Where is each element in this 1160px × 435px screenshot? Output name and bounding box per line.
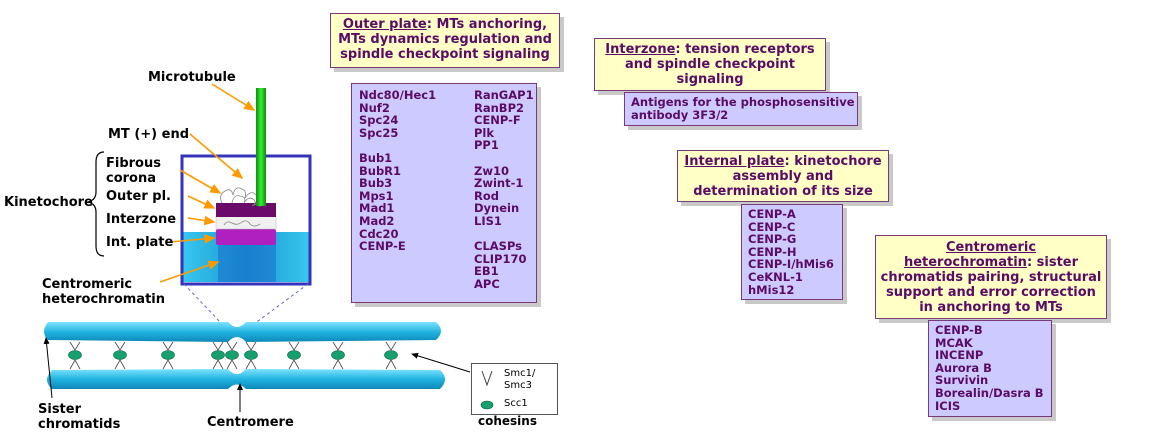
list-item: Zw10: [474, 163, 509, 178]
interzone-heading: Interzone: [605, 42, 676, 57]
list-item: MCAK: [935, 335, 973, 350]
list-item: CENP-C: [748, 219, 796, 234]
list-item: Cdc20: [359, 226, 399, 241]
cohesin-complexes: [68, 341, 398, 370]
list-item: CENP-B: [935, 323, 983, 337]
internal-plate: [216, 229, 276, 245]
internal-plate-heading: Internal plate: [684, 154, 785, 169]
list-item: Spc24: [359, 113, 399, 128]
list-item: CENP-H: [748, 244, 797, 259]
list-item: CLIP170: [474, 251, 527, 266]
list-item: Mad1: [359, 201, 395, 216]
internal-plate-note: Internal plate: kinetochore assembly and…: [677, 150, 889, 202]
scc1-icon: [480, 400, 494, 410]
list-item: hMis12: [748, 282, 795, 297]
interzone-item: Antigens for the phosphosensitive: [631, 95, 855, 109]
cohesin-legend: Smc1/ Smc3 Scc1: [471, 363, 558, 415]
list-item: CENP-E: [359, 239, 406, 254]
cohesin: [211, 341, 225, 370]
label-sister-chromatids: Sister chromatids: [38, 402, 121, 432]
cohesin: [244, 341, 258, 370]
label-centromere: Centromere: [207, 415, 294, 430]
interzone-description: : tension receptors and spindle checkpoi…: [624, 42, 815, 87]
list-item: Nuf2: [359, 100, 390, 115]
label-interzone: Interzone: [106, 212, 177, 227]
list-item: INCENP: [935, 348, 984, 363]
list-item: Zwint-1: [474, 176, 524, 191]
interzone-note: Interzone: tension receptors and spindle…: [594, 38, 826, 91]
sister-chromatids: [44, 322, 445, 389]
list-item: Dynein: [474, 201, 520, 216]
list-item: Mps1: [359, 188, 394, 203]
list-item: Borealin/Dasra B: [935, 385, 1044, 400]
list-item: Rod: [474, 188, 499, 203]
kinetochore-diagram: [43, 83, 471, 412]
label-mt-plus-end: MT (+) end: [108, 127, 190, 142]
list-item: Mad2: [359, 213, 395, 228]
list-item: CENP-G: [748, 232, 797, 247]
list-item: CLASPs: [474, 239, 523, 254]
list-item: RanGAP1: [474, 88, 534, 102]
outer-plate: [216, 203, 276, 217]
microtubule-rod: [256, 88, 266, 206]
list-item: EB1: [474, 264, 499, 279]
centromeric-description: : sister chromatids pairing, structural …: [880, 255, 1102, 315]
outer-plate-description: : MTs anchoring, MTs dynamics regulation…: [338, 17, 552, 62]
list-item: Spc25: [359, 125, 399, 140]
zoom-box: [180, 88, 312, 286]
smc-icon: [480, 370, 494, 410]
list-item: Plk: [474, 125, 495, 140]
list-item: Bub1: [359, 150, 393, 165]
list-item: ICIS: [935, 398, 961, 413]
centromeric-heading: Centromeric heterochromatin: [903, 240, 1037, 270]
list-item: CeKNL-1: [748, 269, 803, 284]
list-item: CENP-A: [748, 207, 796, 221]
list-item: LIS1: [474, 213, 502, 228]
centromeric-note: Centromeric heterochromatin: sister chro…: [875, 235, 1107, 319]
interzone-item: antibody 3F3/2: [631, 107, 729, 122]
outer-plate-heading: Outer plate: [342, 17, 427, 32]
label-outer-plate: Outer pl.: [106, 189, 171, 204]
cohesin: [161, 341, 175, 370]
cohesin: [68, 341, 82, 370]
cohesin: [287, 341, 301, 370]
list-item: RanBP2: [474, 100, 524, 115]
cohesin: [331, 341, 345, 370]
interzone-list: Antigens for the phosphosensitive antibo…: [624, 92, 858, 126]
list-item: APC: [474, 276, 500, 291]
list-item: Ndc80/Hec1: [359, 88, 437, 102]
label-int-plate: Int. plate: [106, 235, 174, 250]
label-centromeric-heterochromatin: Centromeric heterochromatin: [42, 277, 165, 307]
list-item: Aurora B: [935, 360, 992, 375]
label-kinetochore: Kinetochore: [4, 195, 93, 210]
label-microtubule: Microtubule: [148, 70, 236, 85]
list-item: CENP-F: [474, 113, 521, 128]
internal-plate-description: : kinetochore assembly and determination…: [693, 154, 882, 199]
list-item: PP1: [474, 138, 499, 153]
label-fibrous-corona: Fibrous corona: [106, 156, 161, 186]
list-item: CENP-I/hMis6: [748, 257, 834, 272]
cohesin: [113, 341, 127, 370]
legend-title: cohesins: [478, 414, 537, 428]
legend-smc-label: Smc1/ Smc3: [504, 368, 536, 391]
cohesin: [225, 341, 239, 370]
list-item: Bub3: [359, 176, 393, 191]
cohesin: [384, 341, 398, 370]
list-item: BubR1: [359, 163, 402, 178]
list-item: Survivin: [935, 373, 989, 388]
legend-scc1-label: Scc1: [504, 398, 528, 409]
outer-plate-note: Outer plate: MTs anchoring, MTs dynamics…: [330, 13, 560, 68]
list-spacer: [474, 152, 534, 165]
